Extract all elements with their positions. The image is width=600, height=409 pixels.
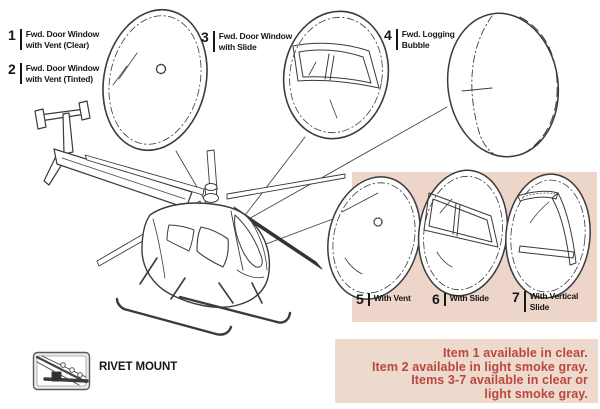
window-oval-7 xyxy=(505,173,591,299)
callout-number: 4 xyxy=(384,27,392,43)
note-line: Item 1 available in clear. xyxy=(442,346,588,360)
slide-frame xyxy=(292,42,380,89)
helicopter-illustration xyxy=(34,100,346,336)
rivet-mount-icon xyxy=(32,351,91,391)
callout-number: 6 xyxy=(432,291,440,307)
callout-label: With Slide xyxy=(449,293,489,303)
callout-divider xyxy=(443,293,446,306)
availability-note: Item 1 available in clear. Item 2 availa… xyxy=(335,339,598,403)
rotor-hub xyxy=(203,183,219,203)
note-line: Items 3-7 available in clear or xyxy=(411,373,588,387)
vent-hole xyxy=(373,217,383,227)
callout-number: 2 xyxy=(8,61,16,77)
windshield xyxy=(234,214,263,268)
logging-bubble-4 xyxy=(446,12,560,158)
callout-divider xyxy=(367,293,370,306)
callout-divider xyxy=(19,63,22,84)
rivet-mount-label: RIVET MOUNT xyxy=(99,361,178,373)
rear-window xyxy=(166,224,195,252)
callout-6: 6 With Slide xyxy=(432,291,489,307)
callout-number: 1 xyxy=(8,27,16,43)
fuselage xyxy=(141,202,271,308)
callout-number: 3 xyxy=(201,29,209,45)
vertical-slide-frame xyxy=(517,190,577,266)
landing-skids xyxy=(115,257,292,336)
callout-5: 5 With Vent xyxy=(356,291,411,307)
callout-number: 7 xyxy=(512,289,520,305)
callout-number: 5 xyxy=(356,291,364,307)
callout-divider xyxy=(523,291,526,312)
window-oval-6 xyxy=(417,169,509,297)
callout-label: With Vent xyxy=(373,293,411,303)
callout-divider xyxy=(395,29,398,50)
door-window xyxy=(196,226,229,268)
vent-hole xyxy=(155,63,167,75)
slide-frame xyxy=(423,192,499,248)
window-oval-3 xyxy=(282,10,390,140)
callout-divider xyxy=(212,31,215,52)
window-oval-1-2 xyxy=(102,8,208,152)
note-line: light smoke gray. xyxy=(484,386,588,401)
callout-divider xyxy=(19,29,22,50)
window-oval-5 xyxy=(327,176,421,300)
note-line: Item 2 available in light smoke gray. xyxy=(371,359,588,374)
